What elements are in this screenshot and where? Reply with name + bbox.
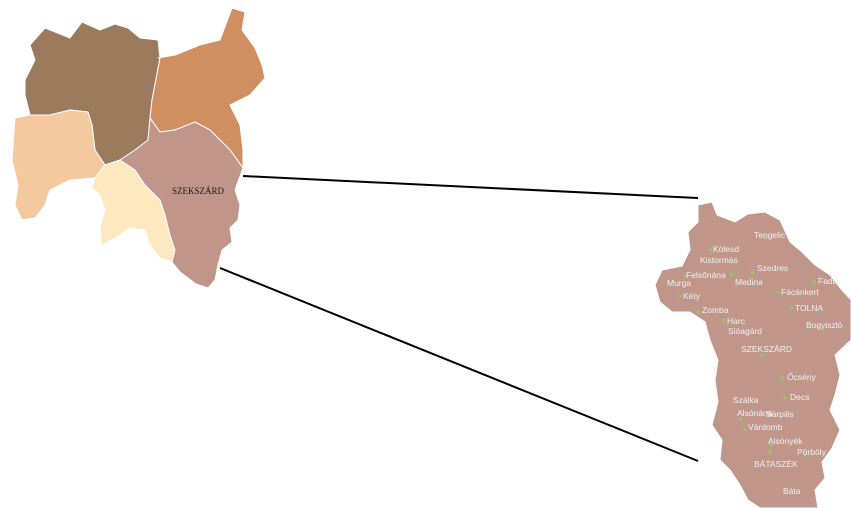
town-marker-alsonyek — [769, 443, 773, 447]
town-label-decs: Decs — [790, 392, 809, 402]
town-marker-felsonana — [683, 274, 687, 278]
town-label-fadd: Fadd — [818, 276, 838, 286]
town-label-szedres: Szedres — [757, 263, 788, 273]
town-labels: TengelicKölesdKistormásSzedresFelsőnánaM… — [667, 230, 843, 496]
town-marker-zomba — [696, 310, 700, 314]
town-marker-szekszard — [760, 353, 764, 357]
town-label-kety: Kéty — [683, 291, 701, 301]
town-marker-vardomb — [743, 428, 747, 432]
town-label-szekszard: SZEKSZÁRD — [741, 344, 792, 354]
detail-district-shape[interactable] — [654, 201, 851, 508]
town-label-bataszek: BÁTASZÉK — [754, 459, 798, 469]
town-label-bata: Báta — [783, 486, 801, 496]
town-label-murga: Murga — [667, 278, 691, 288]
town-marker-alsonana — [739, 417, 743, 421]
town-label-felsonana: Felsőnána — [686, 270, 726, 280]
town-label-kistormas: Kistormás — [700, 255, 738, 265]
connector-line-bottom — [219, 267, 699, 462]
region-west[interactable] — [11, 109, 106, 221]
town-marker-kolesd — [709, 248, 713, 252]
overview-capital-label: SZEKSZÁRD — [172, 186, 225, 196]
town-marker-porboly — [803, 453, 807, 457]
connector-lines — [219, 175, 699, 462]
town-label-harc: Harc — [727, 316, 746, 326]
town-label-kolesd: Kölesd — [713, 244, 739, 254]
town-marker-medina — [730, 272, 734, 276]
town-marker-fadd — [812, 280, 816, 284]
town-label-tolna: TOLNA — [795, 303, 824, 313]
town-marker-harc — [722, 318, 726, 322]
connector-line-top — [242, 175, 699, 199]
town-label-szalka: Szálka — [733, 395, 759, 405]
town-label-alsonana: Alsónána — [737, 408, 773, 418]
town-label-zomba: Zomba — [702, 305, 729, 315]
town-marker-murga — [671, 279, 675, 283]
town-label-sioagard: Sióagárd — [728, 326, 762, 336]
town-marker-ocseny — [780, 376, 784, 380]
town-label-alsonyek: Alsónyék — [768, 436, 803, 446]
town-label-facankert: Fácánkert — [781, 287, 819, 297]
region-szekszard-district[interactable] — [119, 117, 244, 289]
town-marker-tengelic — [763, 236, 767, 240]
town-label-medina: Medina — [735, 277, 763, 287]
town-marker-szedres — [750, 270, 754, 274]
town-marker-kety — [678, 294, 682, 298]
town-label-porboly: Pörböly — [797, 447, 827, 457]
town-marker-decs — [783, 396, 787, 400]
town-label-ocseny: Őcsény — [787, 372, 817, 382]
town-marker-bataszek — [768, 450, 772, 454]
town-marker-facankert — [776, 290, 780, 294]
town-label-sarpilis: Sárpilis — [766, 409, 794, 419]
town-label-vardomb: Várdomb — [748, 422, 783, 432]
detail-map: TengelicKölesdKistormásSzedresFelsőnánaM… — [654, 201, 851, 508]
town-marker-tolna — [790, 306, 794, 310]
town-label-bogyiszlo: Bogyiszló — [806, 320, 843, 330]
overview-map: SZEKSZÁRD — [11, 7, 266, 289]
town-label-tengelic: Tengelic — [754, 230, 786, 240]
